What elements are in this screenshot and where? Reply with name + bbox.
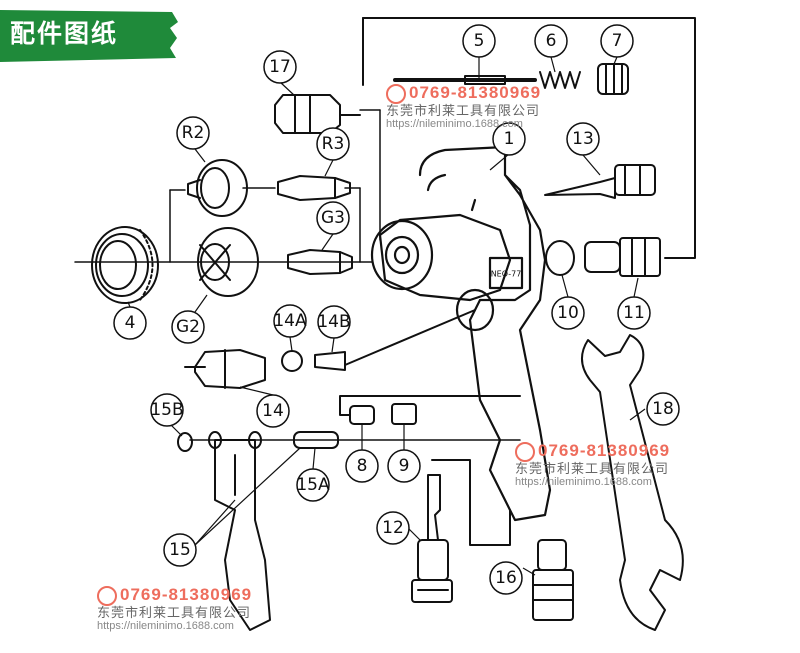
callout-label-12: 12 <box>382 518 404 538</box>
fluid-valve-14 <box>184 349 266 389</box>
callout-18 <box>646 392 680 426</box>
air-cap-r2 <box>187 159 248 217</box>
callout-11 <box>617 296 651 330</box>
callout-label-8: 8 <box>357 456 368 476</box>
watermark-top: 0769-81380969 东莞市利莱工具有限公司 https://nilemi… <box>386 83 542 131</box>
nozzle-r3 <box>277 175 351 201</box>
banner-background <box>0 10 178 62</box>
callout-label-16: 16 <box>495 568 517 588</box>
air-cap-g2 <box>197 227 259 297</box>
callout-1 <box>492 122 526 156</box>
company-logo-icon <box>386 83 406 104</box>
callout-label-7: 7 <box>612 31 623 51</box>
callout-label-14b: 14B <box>317 312 350 332</box>
callout-label-r3: R3 <box>322 134 345 154</box>
fitting-17 <box>274 94 361 134</box>
callout-13 <box>566 122 600 156</box>
regulator-12 <box>411 474 453 603</box>
needle-group-bracket <box>362 17 696 259</box>
banner-title: 配件图纸 <box>10 19 119 48</box>
callout-g2 <box>171 310 205 344</box>
callout-label-18: 18 <box>652 399 674 419</box>
callout-label-g2: G2 <box>176 317 200 337</box>
callout-5 <box>462 24 496 58</box>
callout-label-r2: R2 <box>182 123 205 143</box>
callout-label-5: 5 <box>474 31 485 51</box>
air-inlet-11 <box>584 237 661 277</box>
callout-label-15b: 15B <box>150 400 183 420</box>
callout-r3 <box>316 127 350 161</box>
small-nut-9 <box>391 403 417 425</box>
callout-label-11: 11 <box>623 303 645 323</box>
air-cap-ring-4 <box>91 226 159 304</box>
callout-7 <box>600 24 634 58</box>
company-logo-icon <box>515 441 535 462</box>
callout-16 <box>489 561 523 595</box>
callout-17 <box>263 50 297 84</box>
callout-15a <box>296 468 330 502</box>
callout-15 <box>163 533 197 567</box>
callout-label-g3: G3 <box>321 208 345 228</box>
packing-14b <box>314 351 346 371</box>
callout-label-17: 17 <box>269 57 291 77</box>
callout-10 <box>551 296 585 330</box>
spring-6 <box>539 71 581 89</box>
callout-label-14a: 14A <box>273 311 307 331</box>
callout-label-1: 1 <box>504 129 515 149</box>
callout-g3 <box>316 201 350 235</box>
clip-15b <box>177 432 193 452</box>
company-logo-icon <box>97 585 117 606</box>
callout-14 <box>256 394 290 428</box>
callout-label-14: 14 <box>262 401 284 421</box>
callout-label-15a: 15A <box>296 475 330 495</box>
gun-body-1 <box>370 145 552 522</box>
callout-label-10: 10 <box>557 303 579 323</box>
watermark-bottom: 0769-81380969 东莞市利莱工具有限公司 https://nilemi… <box>97 585 253 633</box>
callout-label-9: 9 <box>399 456 410 476</box>
callout-4 <box>113 306 147 340</box>
callout-6 <box>534 24 568 58</box>
o-ring-10 <box>545 240 575 276</box>
watermark-middle: 0769-81380969 东莞市利莱工具有限公司 https://nilemi… <box>515 441 671 489</box>
washer-14a <box>281 350 303 372</box>
callout-15b <box>150 393 184 427</box>
needle-5 <box>393 75 537 85</box>
adjust-knob-7 <box>597 63 629 95</box>
callout-8 <box>345 449 379 483</box>
callout-label-13: 13 <box>572 129 594 149</box>
callout-14a <box>273 304 307 338</box>
callout-14b <box>317 305 351 339</box>
callout-r2 <box>176 116 210 150</box>
callout-label-6: 6 <box>546 31 557 51</box>
fitting-16 <box>532 539 574 621</box>
nozzle-g3 <box>287 249 353 275</box>
small-nut-8 <box>349 405 375 425</box>
callout-9 <box>387 449 421 483</box>
callout-label-15: 15 <box>169 540 191 560</box>
callout-label-4: 4 <box>125 313 136 333</box>
wrench-18 <box>581 334 684 631</box>
callout-12 <box>376 511 410 545</box>
gun-model-label: NEO-77 <box>491 270 522 279</box>
air-valve-13 <box>544 164 656 199</box>
